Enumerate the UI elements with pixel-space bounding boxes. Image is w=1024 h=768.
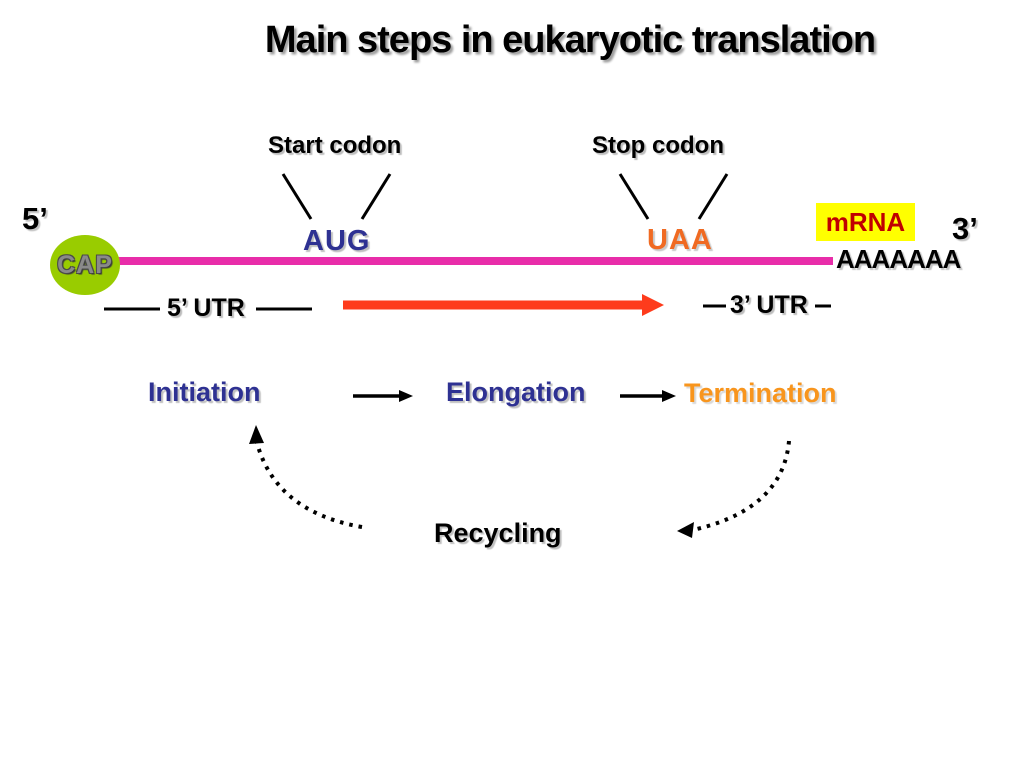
step-elongation-label: Elongation bbox=[446, 377, 586, 407]
five-utr-label: 5’ UTR bbox=[167, 294, 245, 322]
poly-a-tail-label: AAAAAAA bbox=[836, 244, 961, 274]
start-codon-aug: AUG bbox=[303, 225, 371, 257]
mrna-tag-label: mRNA bbox=[825, 207, 906, 237]
five-prime-cap-shape: CAP bbox=[50, 235, 120, 295]
recycling-arc-right-arrow-head bbox=[677, 522, 694, 538]
start-codon-pointer-left-line bbox=[281, 173, 313, 220]
elongation-to-termination-arrow-head bbox=[662, 390, 676, 402]
step-initiation-label: Initiation bbox=[148, 377, 261, 407]
recycling-arc-left-arrow-head bbox=[249, 425, 264, 444]
stop-codon-pointer-right-line bbox=[697, 173, 729, 220]
start-codon-pointer-right-line bbox=[360, 173, 392, 220]
stop-codon-pointer-left-line bbox=[618, 173, 650, 220]
three-utr-label: 3’ UTR bbox=[730, 291, 808, 319]
five-prime-end-label: 5’ bbox=[22, 201, 48, 236]
initiation-to-elongation-arrow-head bbox=[399, 390, 413, 402]
stop-codon-uaa: UAA bbox=[647, 224, 713, 256]
five-prime-cap-label: CAP bbox=[57, 250, 113, 279]
mrna-tag-box: mRNA bbox=[816, 203, 915, 241]
recycling-arc-right bbox=[696, 440, 791, 531]
step-termination-label: Termination bbox=[684, 378, 837, 408]
three-prime-end-label: 3’ bbox=[952, 211, 978, 246]
stop-codon-callout-label: Stop codon bbox=[592, 132, 724, 159]
recycling-arc-left bbox=[255, 442, 363, 529]
step-recycling-label: Recycling bbox=[434, 518, 562, 548]
slide-title: Main steps in eukaryotic translation bbox=[264, 19, 876, 61]
coding-region-arrow-head bbox=[642, 294, 664, 316]
start-codon-callout-label: Start codon bbox=[268, 132, 402, 159]
